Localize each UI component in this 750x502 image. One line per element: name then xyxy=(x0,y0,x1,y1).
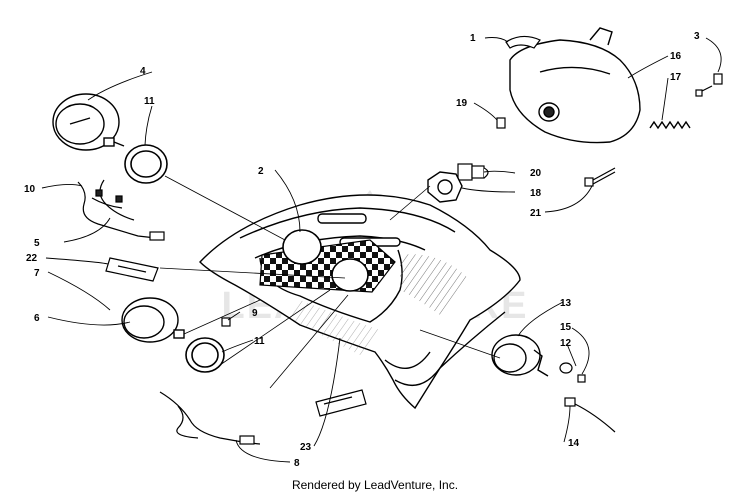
callout-3: 3 xyxy=(694,31,700,42)
callout-17: 17 xyxy=(670,72,682,83)
callout-16: 16 xyxy=(670,51,682,62)
callout-19: 19 xyxy=(456,98,468,109)
bezel-ring-lower xyxy=(185,337,225,373)
callout-12: 12 xyxy=(560,338,572,349)
projection-lines xyxy=(159,175,501,389)
wiring-harness-lower xyxy=(159,391,261,445)
callout-22: 22 xyxy=(26,253,38,264)
callout-10: 10 xyxy=(24,184,36,195)
callout-23: 23 xyxy=(300,442,312,453)
warning-decal-lower xyxy=(315,389,367,417)
screw-19 xyxy=(496,117,506,129)
wiring-harness-upper xyxy=(77,179,165,241)
bulb xyxy=(457,163,489,181)
callout-2: 2 xyxy=(258,166,264,177)
warning-decal-upper xyxy=(105,257,159,282)
callout-7: 7 xyxy=(34,268,40,279)
speedometer xyxy=(121,297,185,343)
tachometer xyxy=(52,93,125,151)
callout-8: 8 xyxy=(294,458,300,469)
callout-labels: 1 2 3 4 5 6 7 8 9 10 11 11 12 13 14 15 1… xyxy=(24,31,700,469)
callout-20: 20 xyxy=(530,168,542,179)
callout-15: 15 xyxy=(560,322,572,333)
bracket xyxy=(505,35,541,49)
bezel-ring-upper xyxy=(124,144,168,184)
callout-11-upper: 11 xyxy=(144,96,155,107)
callout-4: 4 xyxy=(140,66,146,77)
callout-21: 21 xyxy=(530,208,542,219)
callout-1: 1 xyxy=(470,33,476,44)
spring xyxy=(649,120,691,130)
callout-13: 13 xyxy=(560,298,572,309)
fuel-gauge xyxy=(491,334,549,377)
washer-nut xyxy=(559,362,586,383)
callout-14: 14 xyxy=(568,438,580,449)
cable xyxy=(564,397,616,433)
callout-9: 9 xyxy=(252,308,258,319)
callout-18: 18 xyxy=(530,188,542,199)
gauge-openings xyxy=(282,229,369,292)
panel-shading xyxy=(400,254,470,315)
headlight-housing xyxy=(509,27,641,144)
retainer-ring xyxy=(427,171,463,203)
screw-9 xyxy=(221,317,231,327)
footer-credit: Rendered by LeadVenture, Inc. xyxy=(291,478,459,492)
callout-5: 5 xyxy=(34,238,40,249)
bolt-3 xyxy=(695,73,723,97)
screw-21 xyxy=(584,167,616,187)
leader-lines xyxy=(41,37,722,463)
callout-6: 6 xyxy=(34,313,40,324)
panel-shading-lower xyxy=(290,300,380,355)
callout-11-lower: 11 xyxy=(254,336,265,347)
